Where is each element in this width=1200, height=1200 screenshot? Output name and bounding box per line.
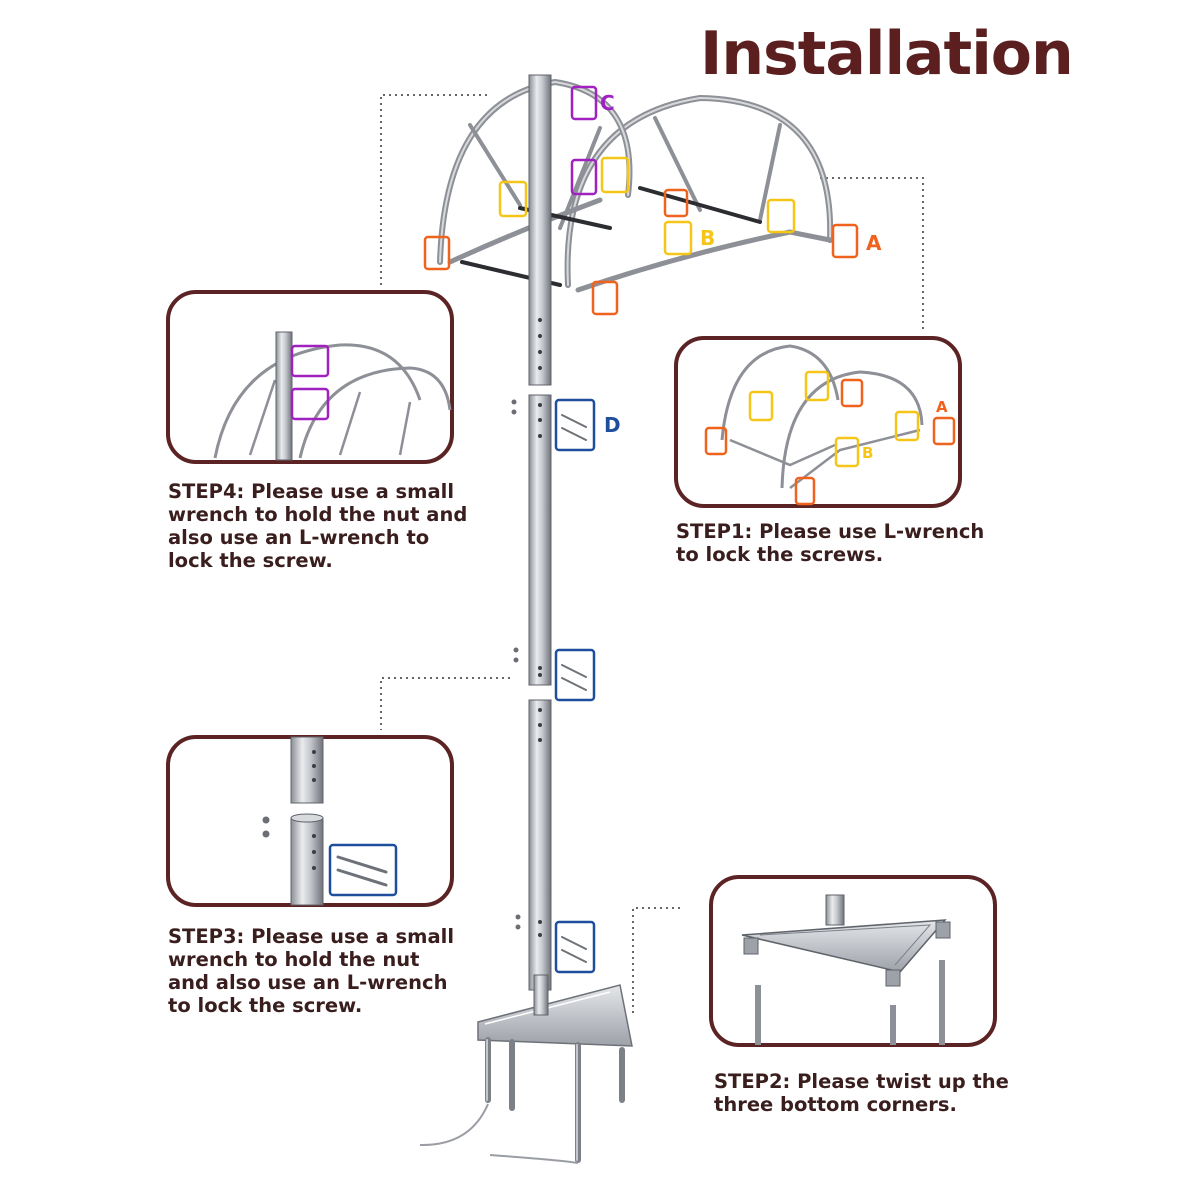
hose-reel-assembly — [437, 78, 834, 293]
leader-step2 — [632, 907, 680, 1015]
label-b: B — [700, 226, 716, 250]
step4-line: STEP4: Please use a small — [168, 480, 454, 503]
step3-panel — [166, 735, 454, 907]
step3-line: to lock the screw. — [168, 994, 363, 1017]
step2-line: three bottom corners. — [714, 1093, 957, 1116]
step4-line: also use an L-wrench to — [168, 526, 430, 549]
callouts-blue — [554, 398, 596, 974]
callouts-yellow — [498, 156, 796, 256]
label-a: A — [866, 231, 882, 255]
step1-instruction: STEP1: Please use L-wrench to lock the s… — [676, 520, 996, 566]
step3-line: and also use an L-wrench — [168, 971, 448, 994]
page-title: Installation — [700, 19, 1074, 89]
step2-panel — [709, 875, 997, 1047]
callouts-purple — [570, 85, 598, 196]
callouts-orange — [423, 188, 859, 316]
step2-instruction: STEP2: Please twist up the three bottom … — [714, 1070, 1014, 1116]
step3-line: STEP3: Please use a small — [168, 925, 454, 948]
label-d: D — [604, 413, 621, 437]
step1-label-a: A — [936, 398, 948, 416]
bolt-glyphs — [561, 414, 587, 963]
step2-line: STEP2: Please twist up the — [714, 1070, 1009, 1093]
pole — [528, 74, 552, 991]
step1-panel — [674, 336, 962, 508]
leader-step3 — [380, 677, 510, 730]
step1-line: STEP1: Please use L-wrench — [676, 520, 985, 543]
ground-base — [419, 974, 633, 1164]
leader-lines — [380, 94, 924, 1015]
step1-label-b: B — [862, 444, 874, 462]
leader-step1 — [820, 177, 924, 330]
nut-pairs — [511, 399, 521, 930]
step4-line: lock the screw. — [168, 549, 333, 572]
step4-line: wrench to hold the nut and — [168, 503, 468, 526]
step3-instruction: STEP3: Please use a small wrench to hold… — [168, 925, 488, 1017]
step3-line: wrench to hold the nut — [168, 948, 420, 971]
step4-panel — [166, 290, 454, 464]
label-c: C — [600, 91, 615, 115]
pole-holes — [538, 318, 542, 937]
step4-instruction: STEP4: Please use a small wrench to hold… — [168, 480, 488, 572]
step1-line: to lock the screws. — [676, 543, 884, 566]
